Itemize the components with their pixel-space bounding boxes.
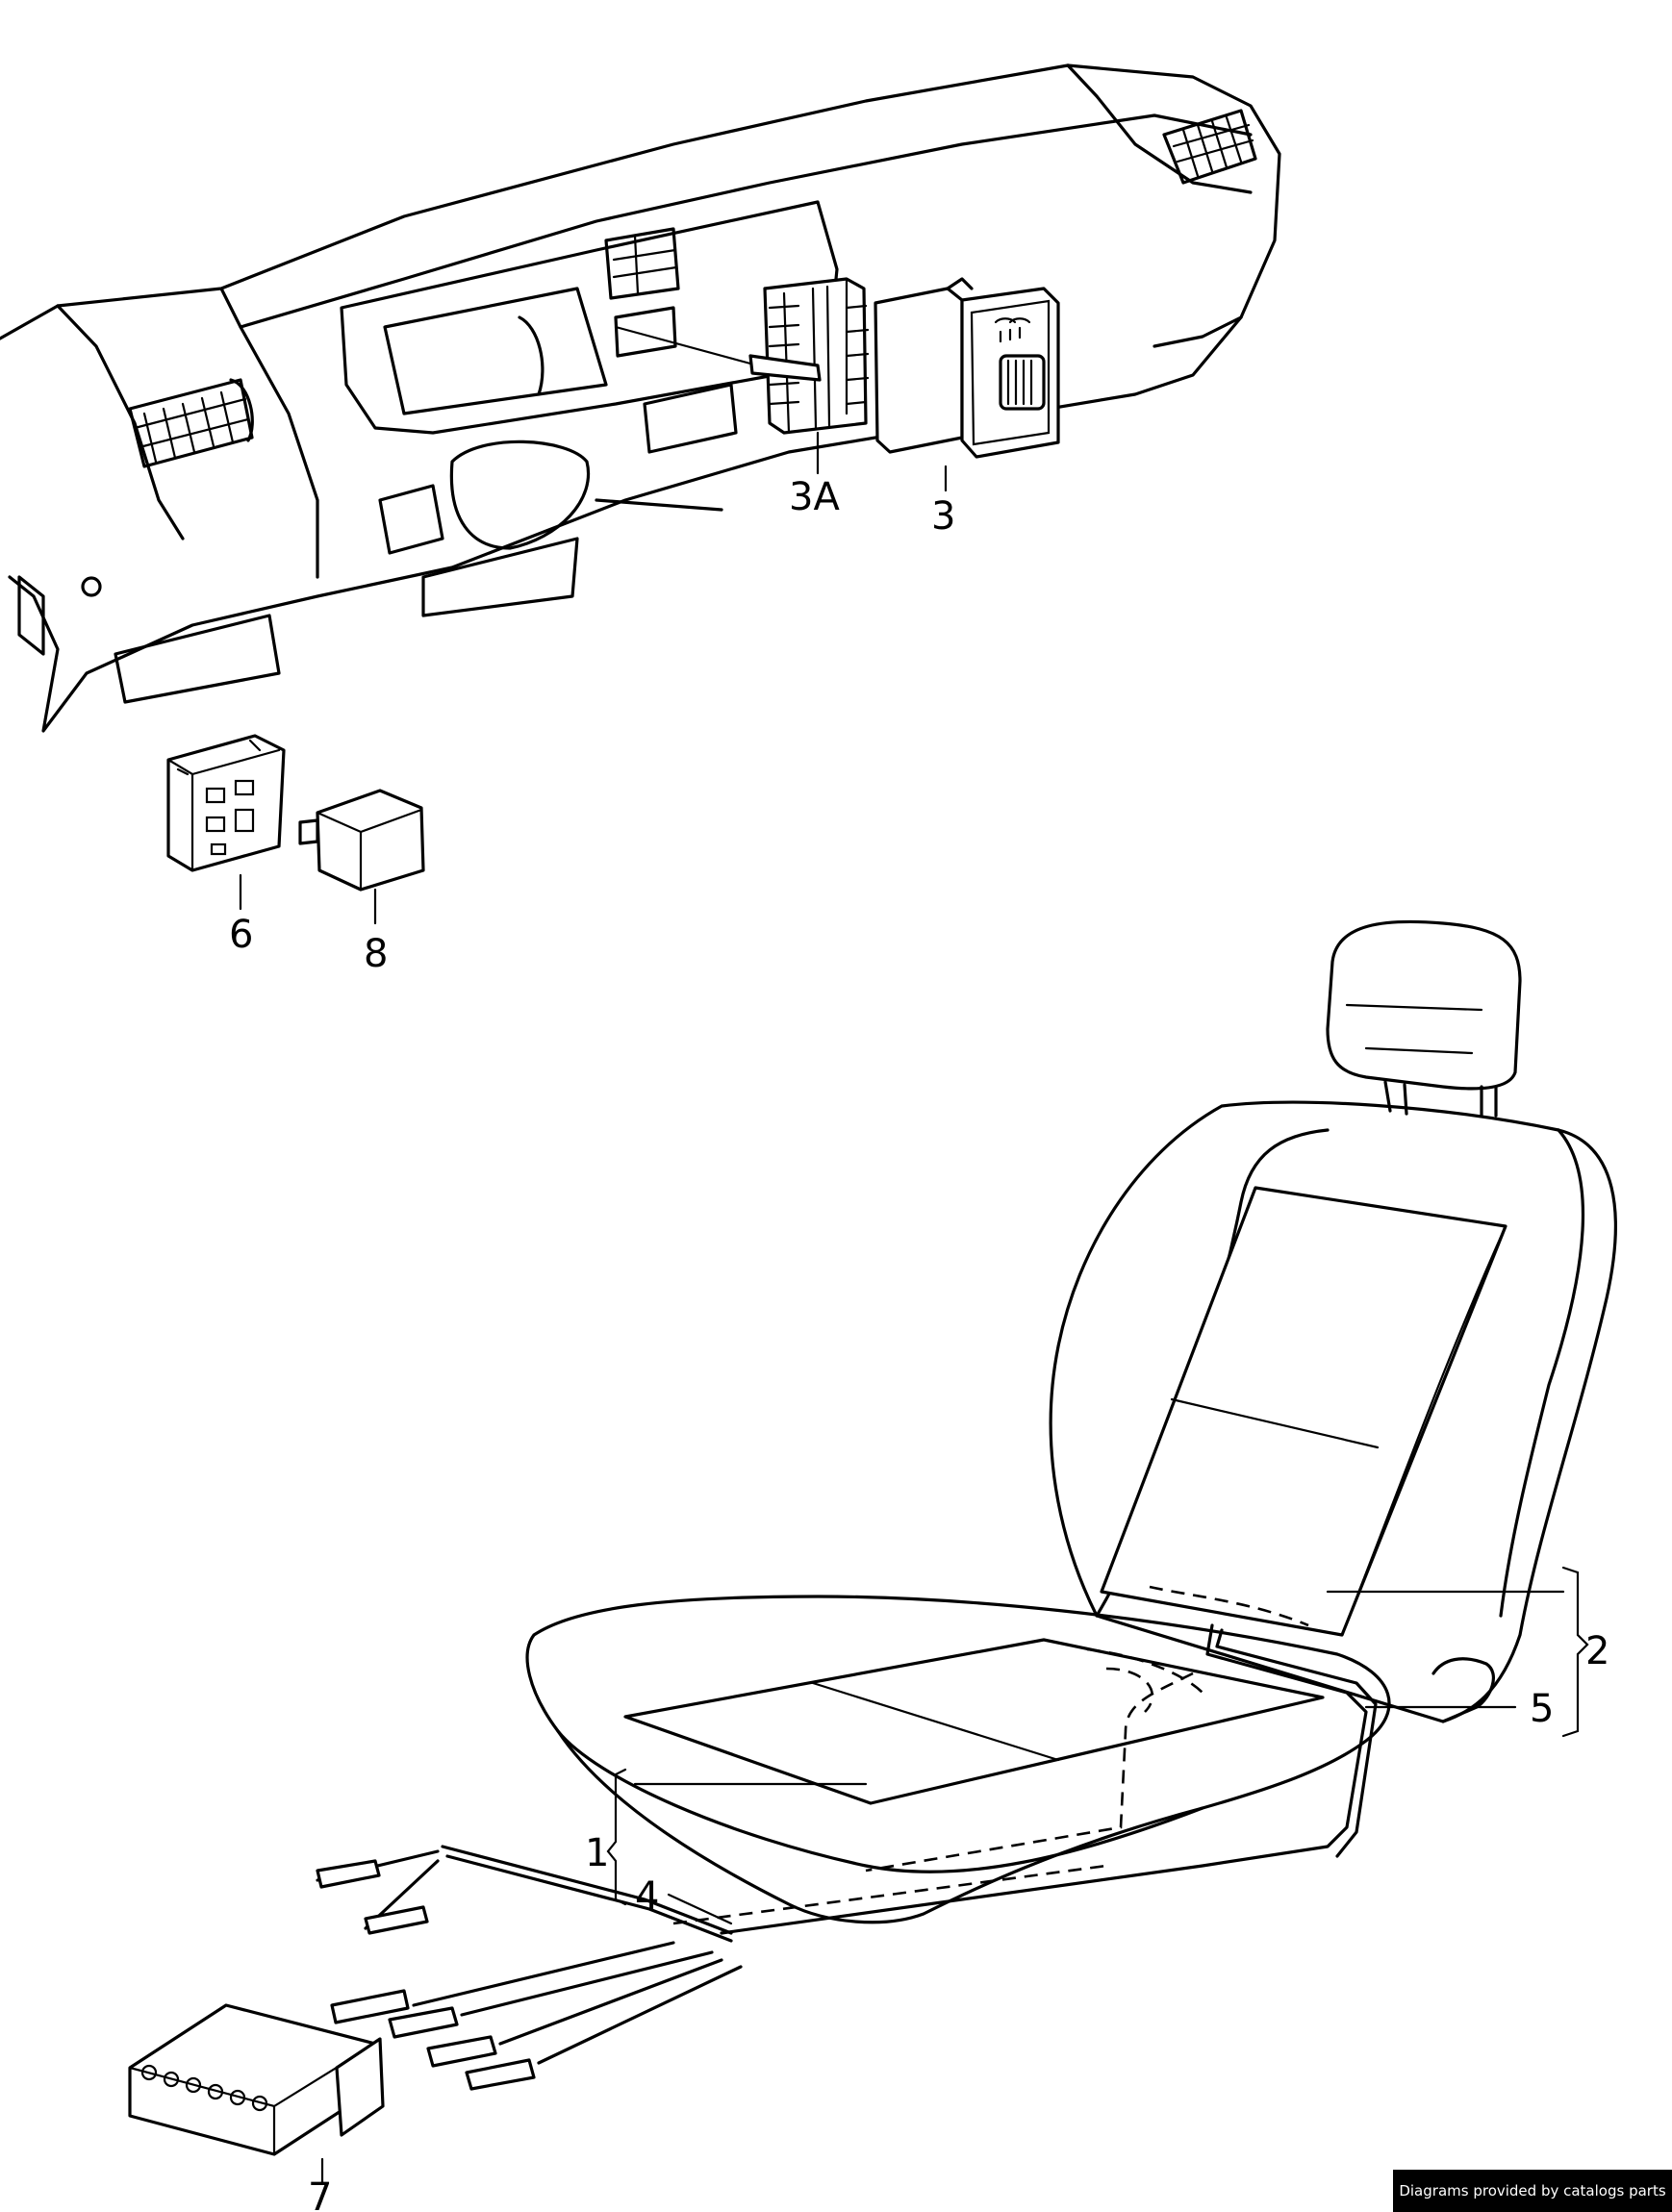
credit-badge: Diagrams provided by catalogs parts <box>1393 2170 1672 2212</box>
callout-labels: 3A 3 6 8 2 5 1 4 7 <box>229 475 1609 2212</box>
wiring-harness-4 <box>316 1845 743 2091</box>
callout-1: 1 <box>585 1831 609 1875</box>
callout-8: 8 <box>364 932 388 976</box>
seat <box>525 919 1617 1935</box>
connector-block-3a <box>614 277 870 435</box>
relay-holder-7 <box>166 734 286 872</box>
callout-6: 7 <box>308 2175 332 2212</box>
leader-lines <box>239 431 1589 2185</box>
callout-5: 5 <box>1530 1687 1554 1731</box>
callout-3a: 3A <box>789 475 840 519</box>
callout-2: 2 <box>1585 1629 1609 1673</box>
callout-7: 6 <box>229 913 253 957</box>
heated-seat-switch-3 <box>874 277 1060 459</box>
connector-housing-6 <box>128 2003 385 2156</box>
dashboard-panel <box>0 63 1281 733</box>
relay-8 <box>298 789 425 892</box>
callout-3: 3 <box>931 494 955 539</box>
callout-4: 4 <box>635 1874 659 1919</box>
